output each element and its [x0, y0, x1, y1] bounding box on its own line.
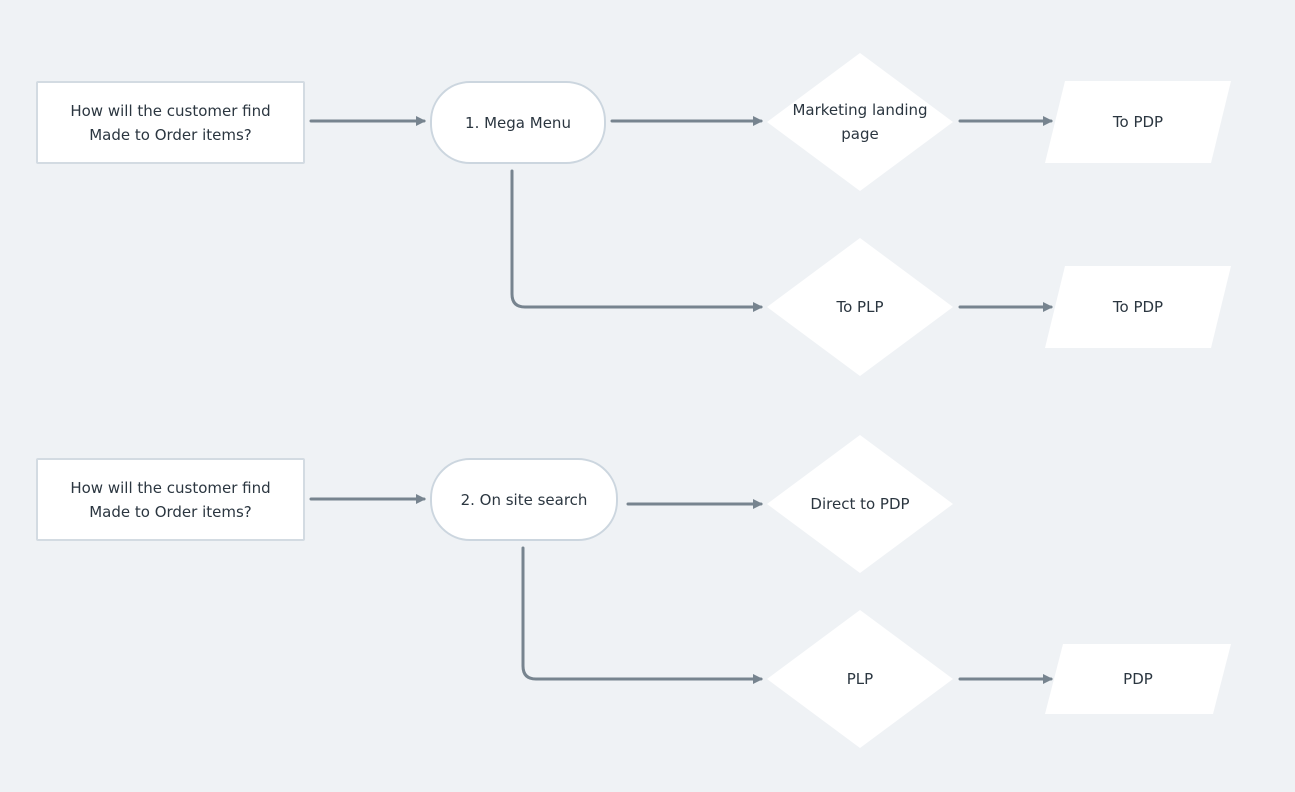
to-pdp-label-2: To PDP [1112, 298, 1164, 316]
connector-mega-menu-to-plp [510, 169, 763, 312]
question-text-2: How will the customer find Made to Order… [70, 478, 271, 521]
mega-menu-label: 1. Mega Menu [465, 113, 571, 132]
plp-label: PLP [846, 670, 874, 688]
mega-menu-node[interactable]: 1. Mega Menu [430, 81, 606, 164]
marketing-landing-label: Marketing landing page [792, 101, 928, 143]
to-pdp-label-1: To PDP [1112, 113, 1164, 131]
question-box-1[interactable]: How will the customer find Made to Order… [36, 81, 305, 164]
parallelogram-shape [1045, 81, 1231, 163]
to-pdp-node-2[interactable]: To PDP [1045, 266, 1231, 348]
direct-to-pdp-label: Direct to PDP [810, 495, 910, 513]
on-site-search-node[interactable]: 2. On site search [430, 458, 618, 541]
direct-to-pdp-decision[interactable]: Direct to PDP [767, 435, 953, 573]
to-plp-decision[interactable]: To PLP [767, 238, 953, 376]
plp-decision[interactable]: PLP [767, 610, 953, 748]
parallelogram-shape [1045, 266, 1231, 348]
diamond-shape [767, 238, 953, 376]
parallelogram-shape [1045, 644, 1231, 714]
pdp-label: PDP [1123, 670, 1153, 688]
marketing-landing-decision[interactable]: Marketing landing page [767, 53, 953, 191]
question-text-1: How will the customer find Made to Order… [70, 101, 271, 144]
question-box-2[interactable]: How will the customer find Made to Order… [36, 458, 305, 541]
diamond-shape [767, 53, 953, 191]
connector-search-to-plp [521, 546, 763, 684]
diamond-shape [767, 435, 953, 573]
on-site-search-label: 2. On site search [460, 490, 588, 509]
to-pdp-node-1[interactable]: To PDP [1045, 81, 1231, 163]
diamond-shape [767, 610, 953, 748]
pdp-node[interactable]: PDP [1045, 644, 1231, 714]
to-plp-label: To PLP [836, 298, 884, 316]
